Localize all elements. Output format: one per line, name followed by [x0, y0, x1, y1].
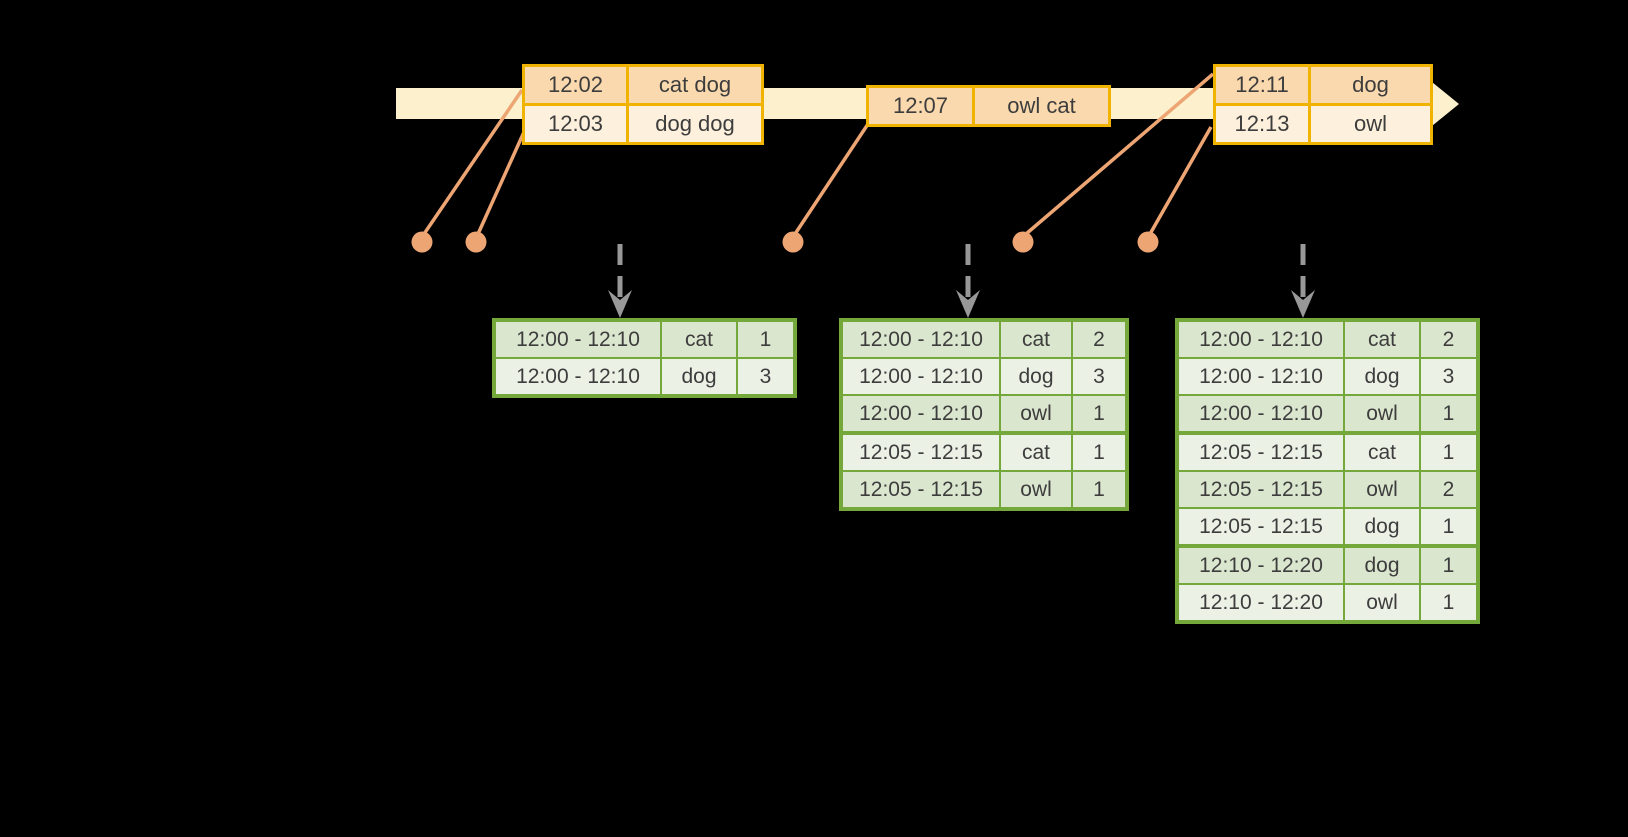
event-cell-words: owl [1308, 103, 1433, 145]
result-cell-window: 12:05 - 12:15 [1176, 431, 1345, 472]
result-cell-window: 12:05 - 12:15 [840, 431, 1001, 472]
result-cell-count: 2 [1071, 319, 1128, 359]
event-cell-time: 12:03 [522, 103, 629, 145]
result-cell-word: cat [999, 319, 1073, 359]
event-marker-dots [411, 231, 1159, 253]
result-cell-count: 1 [736, 319, 796, 359]
event-cell-words: owl cat [972, 85, 1111, 127]
result-cell-window: 12:00 - 12:10 [1176, 319, 1345, 359]
result-cell-word: owl [1343, 470, 1421, 509]
result-cell-count: 3 [1419, 357, 1479, 396]
result-cell-window: 12:05 - 12:15 [1176, 470, 1345, 509]
event-connector-line [476, 131, 526, 235]
event-connector-line [422, 89, 524, 235]
result-cell-count: 1 [1419, 583, 1479, 623]
result-cell-count: 1 [1071, 394, 1128, 434]
result-cell-window: 12:00 - 12:10 [840, 357, 1001, 396]
result-cell-word: dog [1343, 544, 1421, 585]
result-cell-count: 3 [1071, 357, 1128, 396]
result-cell-count: 1 [1071, 470, 1128, 510]
trigger-arrowhead-icon [1291, 290, 1315, 318]
event-cell-words: dog dog [626, 103, 764, 145]
result-cell-count: 3 [736, 357, 796, 397]
trigger-arrowhead-icon [608, 290, 632, 318]
event-dot-icon [411, 231, 433, 253]
result-cell-word: owl [1343, 394, 1421, 434]
event-cell-time: 12:11 [1213, 64, 1311, 106]
result-cell-word: cat [1343, 319, 1421, 359]
result-cell-count: 2 [1419, 470, 1479, 509]
result-cell-word: owl [1343, 583, 1421, 623]
event-cell-time: 12:13 [1213, 103, 1311, 145]
result-cell-word: dog [660, 357, 738, 397]
result-cell-window: 12:05 - 12:15 [1176, 507, 1345, 547]
result-cell-window: 12:00 - 12:10 [840, 319, 1001, 359]
event-cell-words: dog [1308, 64, 1433, 106]
result-cell-word: dog [1343, 357, 1421, 396]
result-cell-word: owl [999, 394, 1073, 434]
result-cell-window: 12:00 - 12:10 [493, 319, 662, 359]
event-connector-lines [422, 72, 1215, 236]
result-cell-count: 1 [1071, 431, 1128, 472]
trigger-arrowhead-icon [956, 290, 980, 318]
result-cell-word: cat [1343, 431, 1421, 472]
trigger-arrows [608, 244, 1315, 318]
result-cell-count: 1 [1419, 394, 1479, 434]
result-cell-count: 1 [1419, 507, 1479, 547]
result-cell-count: 2 [1419, 319, 1479, 359]
result-cell-word: owl [999, 470, 1073, 510]
event-connector-line [1024, 72, 1215, 236]
result-cell-window: 12:10 - 12:20 [1176, 583, 1345, 623]
timeline-arrowhead-icon [1427, 78, 1459, 130]
event-cell-words: cat dog [626, 64, 764, 106]
event-cell-time: 12:02 [522, 64, 629, 106]
result-cell-window: 12:00 - 12:10 [493, 357, 662, 397]
event-cell-time: 12:07 [866, 85, 975, 127]
result-cell-count: 1 [1419, 431, 1479, 472]
event-dot-icon [1012, 231, 1034, 253]
event-dot-icon [1137, 231, 1159, 253]
result-cell-window: 12:10 - 12:20 [1176, 544, 1345, 585]
result-cell-word: dog [999, 357, 1073, 396]
event-connector-line [1148, 126, 1213, 235]
event-dot-icon [465, 231, 487, 253]
result-cell-window: 12:05 - 12:15 [840, 470, 1001, 510]
result-cell-window: 12:00 - 12:10 [1176, 357, 1345, 396]
result-cell-window: 12:00 - 12:10 [1176, 394, 1345, 434]
result-cell-word: cat [660, 319, 738, 359]
result-cell-word: dog [1343, 507, 1421, 547]
result-cell-window: 12:00 - 12:10 [840, 394, 1001, 434]
result-cell-word: cat [999, 431, 1073, 472]
event-connector-line [793, 123, 870, 235]
event-dot-icon [782, 231, 804, 253]
result-cell-count: 1 [1419, 544, 1479, 585]
